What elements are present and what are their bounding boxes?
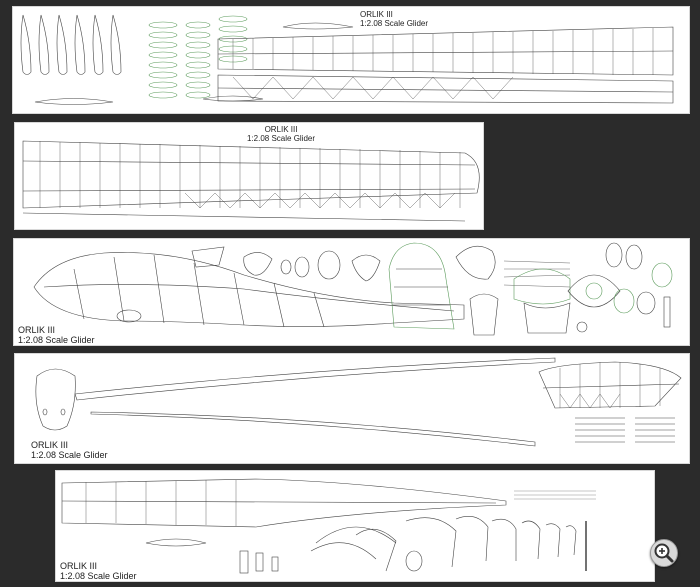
formers-drawing [61,478,596,574]
sheet-title: ORLIK III 1:2.08 Scale Glider [18,325,95,345]
stabilizer-drawing [35,357,682,447]
plan-sheet-4: ORLIK III 1:2.08 Scale Glider [14,353,690,464]
title-line-1: ORLIK III [60,561,98,571]
title-line-1: ORLIK III [360,10,393,19]
wing-drawing-2 [22,140,480,222]
title-line-2: 1:2.08 Scale Glider [31,450,108,460]
plan-sheet-1: ORLIK III 1:2.08 Scale Glider [12,6,690,114]
magnifier-plus-icon [654,543,674,563]
fuselage-drawing [33,242,673,336]
title-line-1: ORLIK III [31,440,69,450]
wing-drawing-1 [20,14,674,105]
plan-sheet-3: ORLIK III 1:2.08 Scale Glider [13,238,690,346]
title-line-1: ORLIK III [264,125,298,134]
title-line-1: ORLIK III [18,325,56,335]
title-line-2: 1:2.08 Scale Glider [360,19,429,28]
sheet-title: ORLIK III 1:2.08 Scale Glider [360,10,428,28]
plan-sheet-5: ORLIK III 1:2.08 Scale Glider [55,470,655,582]
title-line-2: 1:2.08 Scale Glider [18,335,95,345]
title-line-2: 1:2.08 Scale Glider [247,134,316,143]
title-line-2: 1:2.08 Scale Glider [60,571,137,581]
plan-sheet-2: ORLIK III 1:2.08 Scale Glider [14,122,484,230]
zoom-button[interactable] [650,539,678,567]
sheet-title: ORLIK III 1:2.08 Scale Glider [60,561,137,581]
sheet-title: ORLIK III 1:2.08 Scale Glider [247,125,315,143]
sheet-title: ORLIK III 1:2.08 Scale Glider [31,440,108,460]
